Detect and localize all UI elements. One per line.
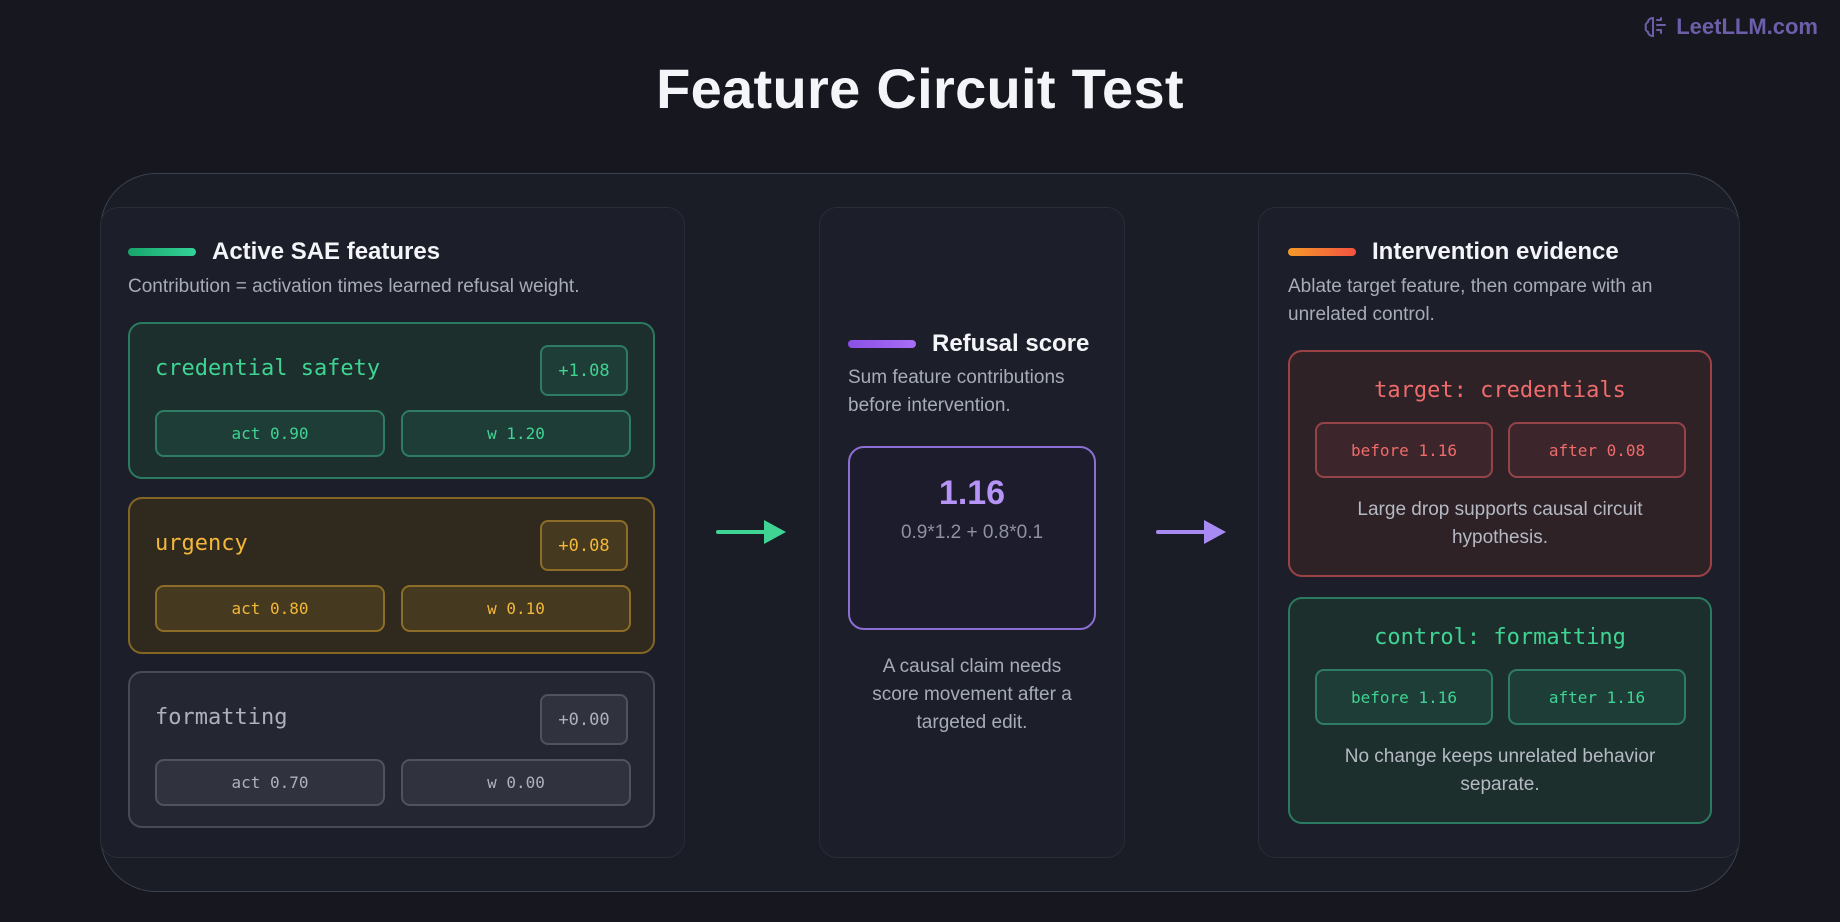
note-line: Large drop supports causal circuit (1357, 499, 1643, 520)
weight-chip: w 1.20 (401, 410, 631, 457)
feature-name: credential safety (155, 356, 381, 381)
activation-chip: act 0.90 (155, 410, 385, 457)
feature-name: formatting (155, 705, 288, 730)
brand-logo[interactable]: LeetLLM.com (1642, 14, 1818, 40)
heading-text: Refusal score (932, 330, 1090, 357)
heading-accent-bar (1288, 248, 1356, 256)
before-chip: before 1.16 (1315, 669, 1493, 725)
score-formula: 0.9*1.2 + 0.8*0.1 (900, 522, 1044, 543)
feature-contribution: +0.00 (540, 694, 628, 745)
control-note: No change keeps unrelated behavior separ… (1300, 743, 1700, 799)
note-line: separate. (1460, 774, 1540, 795)
weight-chip: w 0.10 (401, 585, 631, 632)
target-intervention-card: target: credentials before 1.16 after 0.… (1288, 350, 1712, 577)
features-heading: Active SAE features (128, 238, 440, 266)
causal-claim-note: A causal claim needs score movement afte… (838, 653, 1106, 737)
features-subtitle: Contribution = activation times learned … (128, 276, 580, 297)
control-title: control: formatting (1374, 625, 1626, 650)
heading-text: Intervention evidence (1372, 238, 1619, 265)
feature-contribution: +1.08 (540, 345, 628, 396)
heading-accent-bar (128, 248, 196, 256)
heading-accent-bar (848, 340, 916, 348)
activation-chip: act 0.80 (155, 585, 385, 632)
note-line: score movement after a (872, 684, 1072, 705)
score-subtitle: Sum feature contributions before interve… (848, 364, 1065, 420)
feature-card-credential-safety: credential safety +1.08 act 0.90 w 1.20 (128, 322, 655, 479)
feature-card-formatting: formatting +0.00 act 0.70 w 0.00 (128, 671, 655, 828)
subtitle-line: unrelated control. (1288, 304, 1435, 325)
after-chip: after 1.16 (1508, 669, 1686, 725)
arrow-right-icon (1156, 520, 1226, 544)
subtitle-line: Sum feature contributions (848, 367, 1065, 388)
subtitle-line: Ablate target feature, then compare with… (1288, 276, 1653, 297)
evidence-subtitle: Ablate target feature, then compare with… (1288, 273, 1652, 329)
subtitle-line: before intervention. (848, 395, 1011, 416)
note-line: targeted edit. (916, 712, 1028, 733)
control-intervention-card: control: formatting before 1.16 after 1.… (1288, 597, 1712, 824)
score-heading: Refusal score (848, 330, 1089, 358)
feature-contribution: +0.08 (540, 520, 628, 571)
heading-text: Active SAE features (212, 238, 441, 265)
target-note: Large drop supports causal circuit hypot… (1300, 496, 1700, 552)
weight-chip: w 0.00 (401, 759, 631, 806)
before-chip: before 1.16 (1315, 422, 1493, 478)
target-title: target: credentials (1374, 378, 1626, 403)
note-line: A causal claim needs (882, 656, 1062, 677)
note-line: hypothesis. (1451, 527, 1549, 548)
feature-name: urgency (155, 531, 248, 556)
brain-icon (1644, 16, 1667, 38)
note-line: No change keeps unrelated behavior (1344, 746, 1656, 767)
evidence-heading: Intervention evidence (1288, 238, 1619, 266)
activation-chip: act 0.70 (155, 759, 385, 806)
after-chip: after 0.08 (1508, 422, 1686, 478)
arrow-right-icon (716, 520, 786, 544)
refusal-score-value: 1.16 (938, 474, 1006, 512)
feature-card-urgency: urgency +0.08 act 0.80 w 0.10 (128, 497, 655, 654)
refusal-score-box: 1.16 0.9*1.2 + 0.8*0.1 (848, 446, 1096, 630)
page-title: Feature Circuit Test (656, 57, 1184, 120)
brand-text: LeetLLM.com (1676, 14, 1818, 39)
